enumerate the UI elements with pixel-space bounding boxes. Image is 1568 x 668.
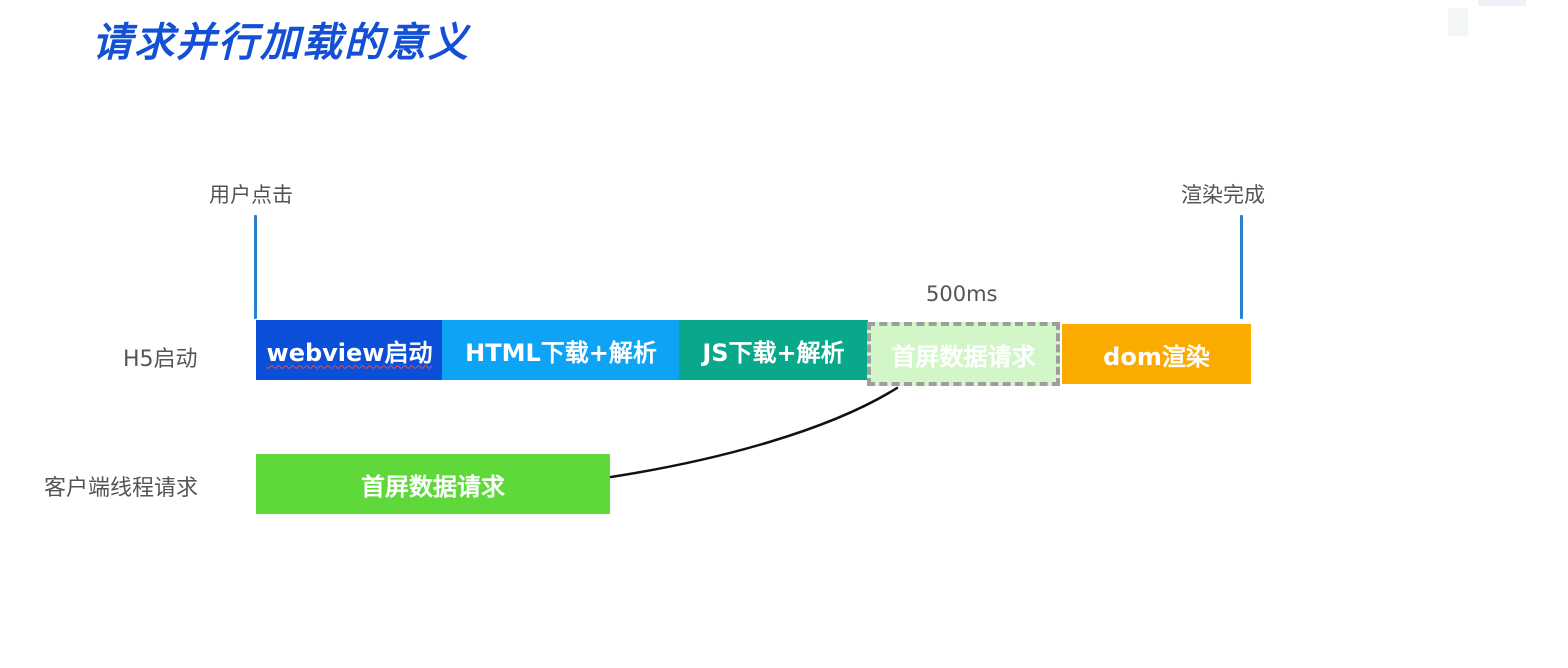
marker-end-label: 渲染完成 [1181, 183, 1265, 207]
segment-dom-render-label: dom渲染 [1103, 342, 1210, 371]
segment-first-screen-request-client-label: 首屏数据请求 [361, 472, 505, 501]
row-label-h5: H5启动 [123, 347, 198, 372]
segment-first-screen-request-h5-label: 首屏数据请求 [891, 342, 1036, 371]
segment-dom-render: dom渲染 [1062, 324, 1251, 384]
segment-webview-start-label: webview启动 [266, 338, 433, 367]
segment-first-screen-request-client: 首屏数据请求 [256, 454, 610, 514]
row-label-client: 客户端线程请求 [44, 476, 199, 501]
marker-start-line [254, 215, 257, 319]
segment-html-download: HTML下载+解析 [442, 320, 680, 380]
segment-first-screen-request-h5: 首屏数据请求 [867, 322, 1060, 386]
segment-js-download: JS下载+解析 [679, 320, 868, 380]
marker-end-line [1240, 215, 1243, 319]
marker-start-label: 用户点击 [209, 183, 293, 207]
segment-webview-start: webview启动 [256, 320, 443, 380]
segment-html-download-label: HTML下载+解析 [465, 338, 657, 367]
segment-js-download-label: JS下载+解析 [702, 338, 845, 367]
duration-label: 500ms [926, 282, 998, 306]
corner-decoration [1448, 0, 1526, 36]
page-title: 请求并行加载的意义 [92, 20, 470, 66]
